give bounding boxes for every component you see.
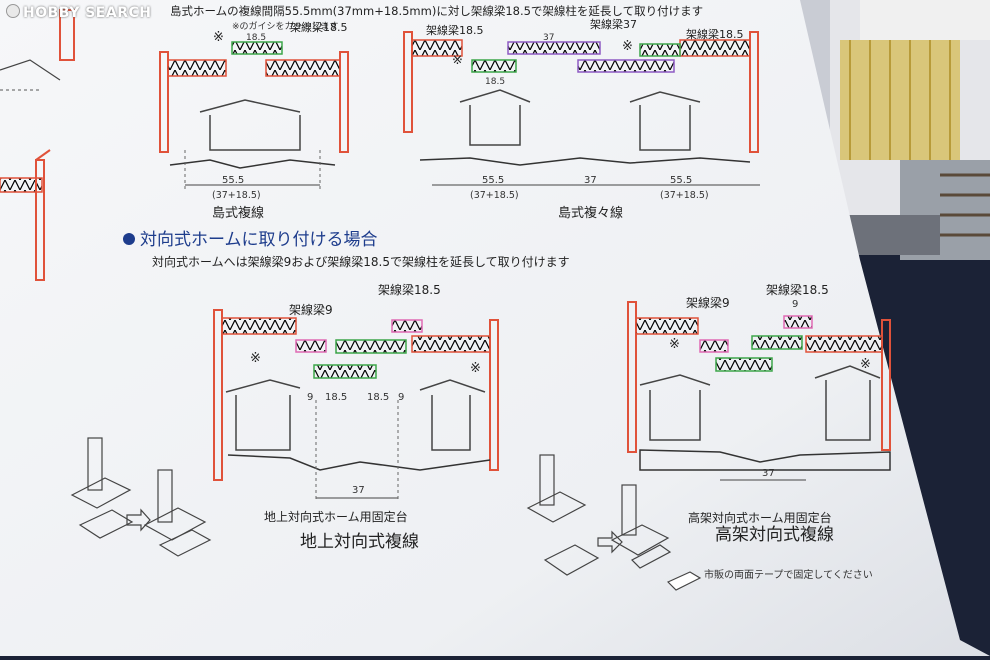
mark-cut-2: ※ <box>452 53 463 68</box>
mark-cut-6: ※ <box>669 337 680 352</box>
logo-icon <box>6 4 20 18</box>
watermark: HOBBY SEARCH <box>6 4 151 21</box>
partial-mast-left <box>0 9 75 281</box>
label-beam-185-a: 架線梁18.5 <box>290 20 348 34</box>
diagram-island-double <box>159 41 349 190</box>
dim-right-quad: 55.5 <box>670 175 692 186</box>
label-ground-fixture: 地上対向式ホーム用固定台 <box>264 509 408 524</box>
dim-185-quad: 18.5 <box>485 77 505 87</box>
label-beam-185-elevated: 架線梁18.5 <box>766 282 829 297</box>
model-station-building <box>800 0 990 260</box>
caption-ground-opposing: 地上対向式複線 <box>300 532 419 552</box>
dim-ground-2: 18.5 <box>325 392 347 403</box>
dim-37-top: 37 <box>543 33 554 43</box>
label-elevated-fixture: 高架対向式ホーム用固定台 <box>688 510 832 525</box>
section-heading: 対向式ホームに取り付ける場合 <box>140 230 378 250</box>
dim-main-1: 55.5 <box>222 175 244 186</box>
caption-island-quad: 島式複々線 <box>558 205 623 221</box>
label-beam-185-c: 架線梁18.5 <box>686 27 744 41</box>
dim-elevated-bottom: 37 <box>762 468 775 479</box>
dim-right-sub-quad: (37+18.5) <box>660 190 709 201</box>
dim-left-quad: 55.5 <box>482 175 504 186</box>
mark-cut-5: ※ <box>470 361 481 376</box>
dim-mid-quad: 37 <box>584 175 597 186</box>
diagram-ground-opposing <box>213 309 499 500</box>
mark-cut-7: ※ <box>860 357 871 372</box>
label-beam-9-ground: 架線梁9 <box>289 302 333 317</box>
mark-cut-3: ※ <box>622 39 633 54</box>
diagram-elevated-opposing <box>627 301 891 481</box>
dim-ground-4: 9 <box>398 392 404 403</box>
label-beam-185-b: 架線梁18.5 <box>426 23 484 37</box>
assembly-sketch-right <box>526 454 702 591</box>
assembly-sketch-left <box>70 437 212 557</box>
section-subtext: 対向式ホームへは架線梁9および架線梁18.5で架線柱を延長して取り付けます <box>152 254 570 269</box>
intro-note: ※のガイシをカットします <box>232 21 339 32</box>
dim-small-1: 18.5 <box>246 33 266 43</box>
dim-ground-1: 9 <box>307 392 313 403</box>
dim-ground-bottom: 37 <box>352 485 365 496</box>
heading-bullet-icon <box>123 233 135 245</box>
dim-elevated-top: 9 <box>792 299 798 310</box>
intro-text: 島式ホームの複線間隔55.5mm(37mm+18.5mm)に対し架線梁18.5で… <box>170 4 703 18</box>
label-beam-185-ground: 架線梁18.5 <box>378 282 441 297</box>
mark-cut-1: ※ <box>213 30 224 45</box>
dim-sub-1: (37+18.5) <box>212 190 261 201</box>
label-beam-9-elevated: 架線梁9 <box>686 295 730 310</box>
dim-ground-3: 18.5 <box>367 392 389 403</box>
watermark-text: HOBBY SEARCH <box>23 5 152 21</box>
caption-elevated-opposing: 高架対向式複線 <box>715 525 834 545</box>
caption-island-double: 島式複線 <box>212 205 264 221</box>
dim-left-sub-quad: (37+18.5) <box>470 190 519 201</box>
mark-cut-4: ※ <box>250 351 261 366</box>
label-beam-37: 架線梁37 <box>590 17 637 31</box>
diagram-island-quad <box>403 31 760 186</box>
tape-note: 市販の両面テープで固定してください <box>704 568 873 581</box>
